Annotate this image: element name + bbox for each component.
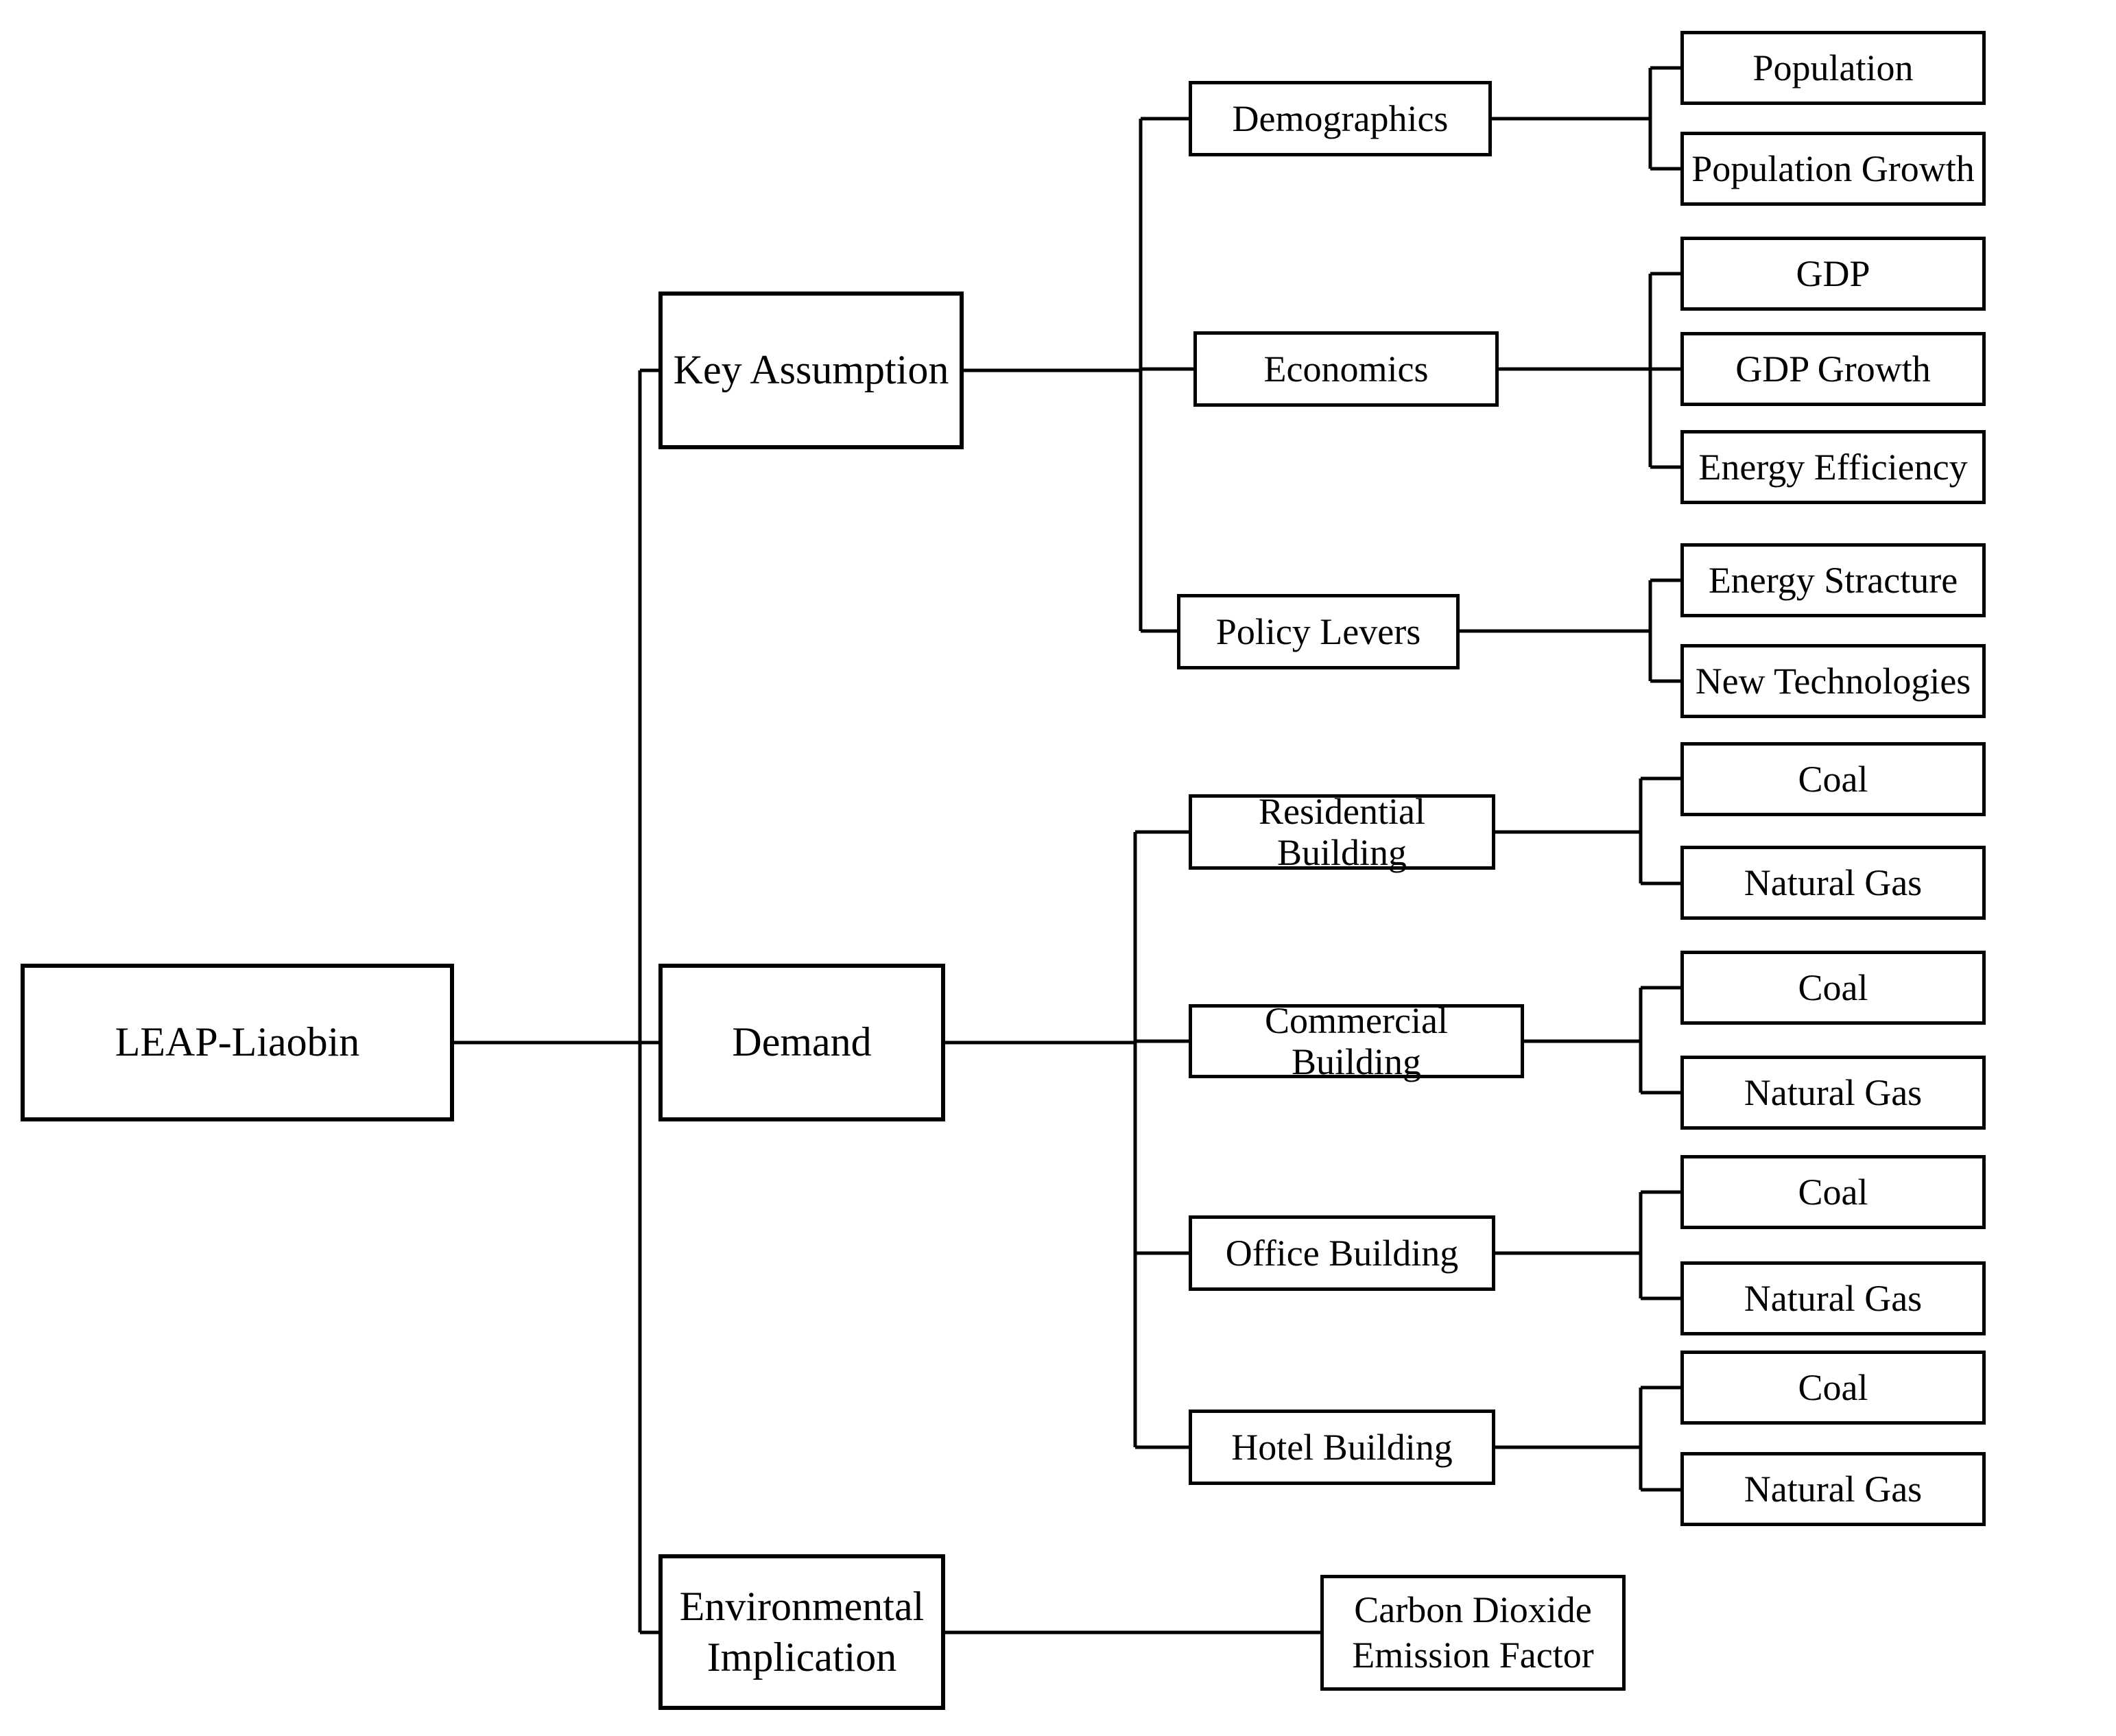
node-demand[interactable]: Demand <box>658 964 945 1121</box>
node-residential-building[interactable]: Residential Building <box>1189 791 1495 873</box>
node-commercial-coal[interactable]: Coal <box>1680 951 1986 1025</box>
node-new-technologies[interactable]: New Technologies <box>1680 644 1986 718</box>
node-label: Population Growth <box>1691 147 1975 189</box>
node-label: Key Assumption <box>673 347 949 393</box>
node-gdp[interactable]: GDP <box>1680 237 1986 311</box>
node-label: Natural Gas <box>1744 861 1923 903</box>
node-population-growth[interactable]: Population Growth <box>1680 132 1986 206</box>
node-office-coal[interactable]: Coal <box>1680 1155 1986 1229</box>
node-label: Demographics <box>1232 97 1449 139</box>
node-label: Energy Efficiency <box>1698 446 1968 488</box>
node-label: Energy Stracture <box>1708 559 1958 601</box>
node-label: Coal <box>1798 1366 1868 1408</box>
node-energy-stracture[interactable]: Energy Stracture <box>1680 543 1986 617</box>
node-label: Office Building <box>1225 1232 1459 1274</box>
node-label: Hotel Building <box>1231 1426 1453 1468</box>
node-population[interactable]: Population <box>1680 31 1986 105</box>
node-commercial-building[interactable]: Commercial Building <box>1189 1000 1524 1082</box>
node-leap-liaobin[interactable]: LEAP-Liaobin <box>21 964 454 1121</box>
node-label: Economics <box>1263 348 1429 390</box>
node-gdp-growth[interactable]: GDP Growth <box>1680 332 1986 406</box>
node-hotel-coal[interactable]: Coal <box>1680 1351 1986 1425</box>
node-label: LEAP-Liaobin <box>115 1019 360 1065</box>
node-carbon-dioxide-emission-factor[interactable]: Carbon Dioxide Emission Factor <box>1320 1575 1626 1691</box>
node-energy-efficiency[interactable]: Energy Efficiency <box>1680 430 1986 504</box>
node-label-line-2: Emission Factor <box>1352 1634 1594 1676</box>
node-label: Policy Levers <box>1215 610 1421 652</box>
node-label: GDP <box>1796 252 1870 294</box>
node-label: Coal <box>1798 758 1868 800</box>
node-label: Demand <box>732 1019 872 1065</box>
node-environmental-implication[interactable]: Environmental Implication <box>658 1554 945 1710</box>
node-office-natural-gas[interactable]: Natural Gas <box>1680 1261 1986 1335</box>
node-label: Coal <box>1798 1171 1868 1213</box>
node-economics[interactable]: Economics <box>1193 331 1499 407</box>
node-residential-coal[interactable]: Coal <box>1680 742 1986 816</box>
node-office-building[interactable]: Office Building <box>1189 1215 1495 1291</box>
node-label: Residential Building <box>1259 790 1425 873</box>
node-label: Natural Gas <box>1744 1277 1923 1319</box>
node-key-assumption[interactable]: Key Assumption <box>658 292 964 449</box>
node-demographics[interactable]: Demographics <box>1189 81 1492 156</box>
node-label: New Technologies <box>1695 660 1971 702</box>
node-label-line-2: Implication <box>706 1634 897 1680</box>
node-hotel-building[interactable]: Hotel Building <box>1189 1410 1495 1485</box>
node-hotel-natural-gas[interactable]: Natural Gas <box>1680 1452 1986 1526</box>
node-label: Natural Gas <box>1744 1071 1923 1113</box>
node-label: Population <box>1752 47 1914 88</box>
node-label-line-1: Carbon Dioxide <box>1354 1589 1592 1630</box>
node-label: Natural Gas <box>1744 1468 1923 1510</box>
node-label: GDP Growth <box>1735 348 1931 390</box>
node-label: Commercial Building <box>1265 999 1448 1082</box>
node-residential-natural-gas[interactable]: Natural Gas <box>1680 846 1986 920</box>
node-label: Coal <box>1798 966 1868 1008</box>
node-commercial-natural-gas[interactable]: Natural Gas <box>1680 1056 1986 1130</box>
node-policy-levers[interactable]: Policy Levers <box>1177 594 1460 669</box>
node-label-line-1: Environmental <box>679 1584 925 1630</box>
